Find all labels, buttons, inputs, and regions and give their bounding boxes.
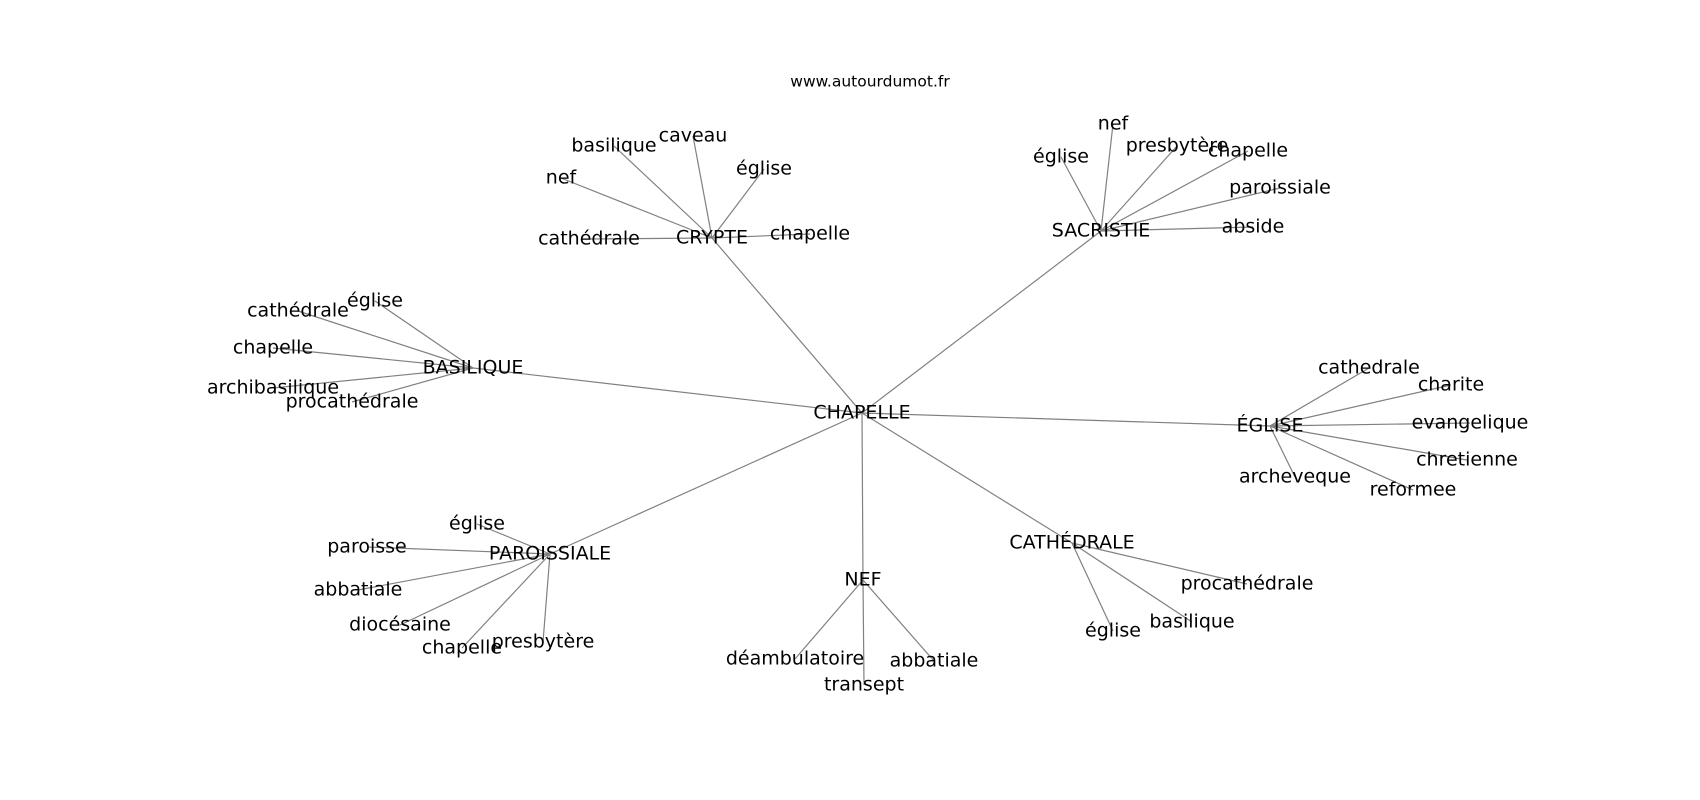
edge-cathedrale-2 xyxy=(1071,542,1114,632)
node-center: CHAPELLE xyxy=(813,402,910,424)
labels-layer: www.autourdumot.fr CHAPELLE CRYPTE basiliq… xyxy=(207,73,1528,696)
node-leaf-basilique-4: procathédrale xyxy=(286,391,419,413)
edge-eglise-2 xyxy=(1269,422,1471,427)
edge-center-eglise xyxy=(861,412,1271,427)
node-leaf-crypte-3: nef xyxy=(546,167,578,189)
edge-center-sacristie xyxy=(861,230,1102,414)
node-leaf-sacristie-2: presbytère xyxy=(1126,135,1229,157)
edge-sacristie-5 xyxy=(1100,226,1254,232)
node-leaf-crypte-1: caveau xyxy=(659,125,728,147)
node-leaf-eglise-1: charite xyxy=(1418,374,1484,396)
node-leaf-sacristie-5: abside xyxy=(1222,216,1285,238)
node-leaf-paroissiale-4: chapelle xyxy=(422,637,502,659)
node-leaf-crypte-5: chapelle xyxy=(770,223,850,245)
node-hub-eglise: ÉGLISE xyxy=(1237,414,1304,437)
node-leaf-cathedrale-1: basilique xyxy=(1149,611,1234,633)
edge-sacristie-0 xyxy=(1100,123,1114,232)
node-leaf-paroissiale-1: paroisse xyxy=(327,536,407,558)
edge-paroissiale-4 xyxy=(461,553,551,649)
node-leaf-paroissiale-5: presbytère xyxy=(492,631,595,653)
edge-nef-0 xyxy=(794,579,864,660)
node-leaf-paroissiale-3: diocésaine xyxy=(349,614,451,636)
edge-basilique-1 xyxy=(297,310,474,369)
edge-sacristie-2 xyxy=(1100,145,1178,232)
edge-paroissiale-0 xyxy=(476,523,551,555)
node-leaf-eglise-4: archeveque xyxy=(1239,466,1351,488)
edge-center-cathedrale xyxy=(861,412,1073,544)
node-leaf-paroissiale-0: église xyxy=(449,513,505,535)
node-leaf-basilique-3: archibasilique xyxy=(207,377,339,399)
node-leaf-crypte-4: cathédrale xyxy=(538,228,640,250)
edge-eglise-5 xyxy=(1269,425,1414,491)
edge-crypte-2 xyxy=(711,168,765,239)
edge-crypte-1 xyxy=(692,135,713,239)
node-leaf-eglise-3: chretienne xyxy=(1416,449,1518,471)
edge-crypte-3 xyxy=(560,177,713,239)
node-hub-paroissiale: PAROISSIALE xyxy=(489,543,611,565)
node-leaf-nef-2: abbatiale xyxy=(890,650,979,672)
edge-eglise-0 xyxy=(1269,367,1370,427)
edge-basilique-2 xyxy=(272,347,474,369)
edge-center-nef xyxy=(861,412,864,581)
edges-layer xyxy=(272,123,1471,686)
node-leaf-crypte-0: basilique xyxy=(571,135,656,157)
edge-basilique-4 xyxy=(351,367,474,403)
node-leaf-sacristie-1: église xyxy=(1033,146,1089,168)
edge-crypte-0 xyxy=(613,145,713,239)
site-url: www.autourdumot.fr xyxy=(790,73,950,91)
node-hub-sacristie: SACRISTIE xyxy=(1052,220,1150,242)
node-leaf-basilique-2: chapelle xyxy=(233,337,313,359)
edge-sacristie-3 xyxy=(1100,150,1249,232)
edge-eglise-3 xyxy=(1269,425,1468,461)
node-leaf-sacristie-4: paroissiale xyxy=(1229,177,1331,199)
node-hub-nef: NEF xyxy=(844,569,881,591)
edge-paroissiale-1 xyxy=(366,546,551,555)
edge-cathedrale-0 xyxy=(1071,542,1248,585)
node-leaf-eglise-2: evangelique xyxy=(1412,412,1529,434)
edge-eglise-4 xyxy=(1269,425,1296,478)
edge-cathedrale-1 xyxy=(1071,542,1193,623)
edge-eglise-1 xyxy=(1269,384,1452,427)
node-leaf-eglise-0: cathedrale xyxy=(1318,357,1420,379)
edge-crypte-5 xyxy=(711,233,811,239)
node-hub-basilique: BASILIQUE xyxy=(423,357,524,379)
edge-center-basilique xyxy=(472,367,863,414)
node-leaf-cathedrale-2: église xyxy=(1085,620,1141,642)
node-leaf-basilique-0: église xyxy=(347,290,403,312)
edge-paroissiale-3 xyxy=(399,553,551,626)
edge-crypte-4 xyxy=(588,237,713,240)
node-leaf-nef-1: transept xyxy=(824,674,904,696)
edge-basilique-3 xyxy=(272,367,474,389)
node-hub-cathedrale: CATHÉDRALE xyxy=(1009,531,1134,554)
node-leaf-eglise-5: reformee xyxy=(1370,479,1457,501)
node-leaf-crypte-2: église xyxy=(736,158,792,180)
node-leaf-cathedrale-0: procathédrale xyxy=(1181,573,1314,595)
edge-paroissiale-2 xyxy=(357,553,551,591)
node-leaf-sacristie-0: nef xyxy=(1098,113,1130,135)
edge-sacristie-1 xyxy=(1060,156,1102,232)
edge-sacristie-4 xyxy=(1100,187,1281,232)
node-leaf-paroissiale-2: abbatiale xyxy=(314,579,403,601)
node-leaf-sacristie-3: chapelle xyxy=(1208,140,1288,162)
edge-center-crypte xyxy=(711,237,863,414)
edge-basilique-0 xyxy=(374,300,474,369)
edge-nef-2 xyxy=(862,579,935,662)
edge-paroissiale-5 xyxy=(542,553,551,643)
edge-nef-1 xyxy=(862,579,865,686)
edge-center-paroissiale xyxy=(549,412,863,555)
node-leaf-basilique-1: cathédrale xyxy=(247,300,349,322)
node-hub-crypte: CRYPTE xyxy=(676,227,748,249)
node-leaf-nef-0: déambulatoire xyxy=(726,648,864,670)
